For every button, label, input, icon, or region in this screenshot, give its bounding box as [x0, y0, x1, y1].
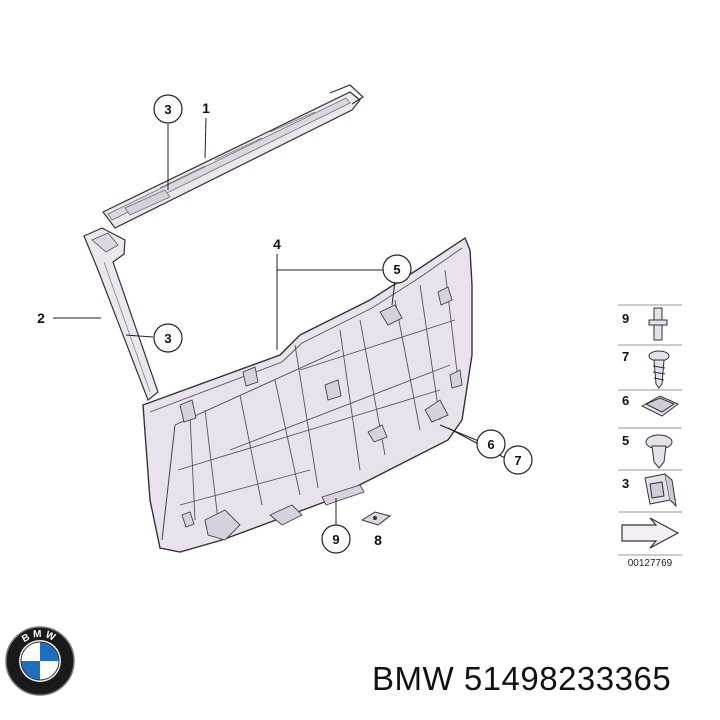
diagram-reference-number: 00127769	[628, 558, 673, 569]
expansion-rivet-icon	[645, 434, 673, 469]
callout-5: 5	[382, 254, 412, 284]
svg-text:7: 7	[514, 453, 521, 468]
svg-text:1: 1	[202, 100, 210, 116]
part-4-tailgate-panel	[142, 236, 473, 553]
svg-text:8: 8	[374, 532, 382, 548]
bracket-clip-icon	[644, 473, 677, 508]
legend-item-5: 5	[622, 433, 673, 469]
svg-text:2: 2	[37, 310, 45, 326]
part-number: BMW 51498233365	[372, 660, 672, 697]
callout-3-top: 3	[153, 94, 183, 124]
svg-text:4: 4	[273, 236, 281, 252]
legend-item-9: 9	[622, 307, 668, 341]
arrow-icon	[621, 517, 680, 549]
fastener-legend: 9 7 6 5	[618, 304, 682, 569]
svg-text:BMW: BMW	[20, 629, 59, 645]
svg-text:6: 6	[487, 437, 494, 452]
callout-9: 9	[321, 524, 351, 554]
svg-text:5: 5	[622, 433, 629, 448]
callout-3-mid: 3	[153, 323, 183, 353]
screw-icon	[648, 350, 670, 389]
part-2-side-trim	[83, 227, 159, 401]
svg-text:3: 3	[164, 102, 171, 117]
svg-text:3: 3	[622, 476, 629, 491]
callout-4: 4	[273, 236, 281, 252]
svg-text:6: 6	[622, 393, 629, 408]
callout-7: 7	[503, 445, 533, 475]
callout-8: 8	[374, 532, 382, 548]
legend-item-7: 7	[622, 349, 670, 389]
svg-text:9: 9	[622, 311, 629, 326]
svg-text:9: 9	[332, 532, 339, 547]
svg-text:5: 5	[393, 262, 400, 277]
callout-6: 6	[476, 429, 506, 459]
callout-2: 2	[37, 310, 45, 326]
clip-nut-icon	[640, 395, 679, 417]
svg-text:3: 3	[164, 331, 171, 346]
legend-item-3: 3	[622, 473, 677, 508]
callout-1: 1	[202, 100, 210, 116]
screw-pin-icon	[648, 307, 668, 341]
svg-text:7: 7	[622, 349, 629, 364]
bmw-logo: BMW	[5, 626, 75, 696]
legend-item-6: 6	[622, 393, 679, 417]
part-1-upper-trim	[102, 84, 364, 229]
part-8-clip	[360, 511, 392, 526]
